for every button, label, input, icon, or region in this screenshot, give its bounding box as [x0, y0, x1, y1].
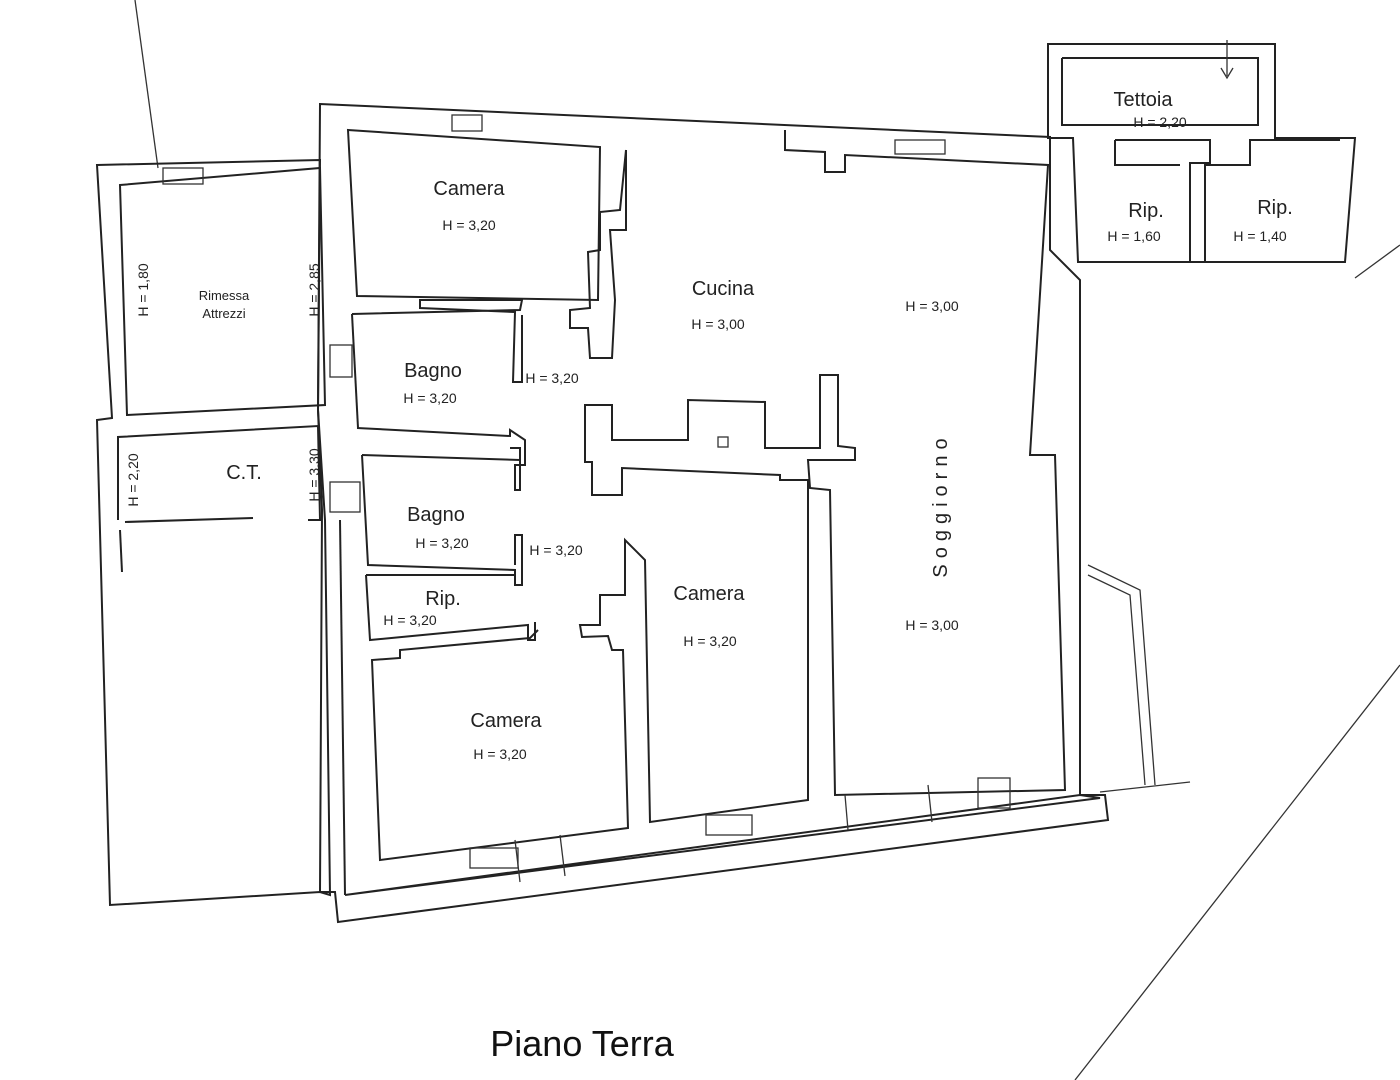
camera-bottom-height: H = 3,20 — [473, 746, 527, 762]
camera-bottom-label: Camera — [470, 710, 542, 732]
annex-left-walls — [95, 158, 332, 907]
cucina-height: H = 3,00 — [691, 316, 745, 332]
ct-label: C.T. — [226, 462, 262, 484]
tettoia-label: Tettoia — [1114, 89, 1174, 111]
rimessa-height-right: H = 2,85 — [306, 263, 322, 317]
site-lines — [134, 0, 1400, 1080]
bagno2-height-2: H = 3,20 — [529, 542, 583, 558]
camera-mid-label: Camera — [673, 583, 745, 605]
rip-main-label: Rip. — [425, 588, 461, 610]
bagno1-height: H = 3,20 — [403, 390, 457, 406]
room-labels: Camera H = 3,20 Cucina H = 3,00 H = 3,00… — [125, 89, 1293, 762]
annex-right-walls — [1047, 40, 1357, 263]
camera-top-label: Camera — [433, 178, 505, 200]
rip-main-height: H = 3,20 — [383, 612, 437, 628]
rip2-height: H = 1,40 — [1233, 228, 1287, 244]
main-building-walls — [316, 102, 1110, 924]
soggiorno-label: Soggiorno — [930, 432, 952, 577]
rip1-label: Rip. — [1128, 200, 1164, 222]
rimessa-label-1: Rimessa — [199, 288, 250, 303]
plan-title: Piano Terra — [490, 1023, 674, 1064]
camera-top-height: H = 3,20 — [442, 217, 496, 233]
camera-mid-height: H = 3,20 — [683, 633, 737, 649]
cucina-label: Cucina — [692, 278, 755, 300]
ct-height-left: H = 2,20 — [125, 453, 141, 507]
bagno2-height: H = 3,20 — [415, 535, 469, 551]
rimessa-label-2: Attrezzi — [202, 306, 245, 321]
tettoia-height: H = 2,20 — [1133, 114, 1187, 130]
rimessa-height-left: H = 1,80 — [135, 263, 151, 317]
bagno2-label: Bagno — [407, 504, 465, 526]
soggiorno-height: H = 3,00 — [905, 617, 959, 633]
bagno1-label: Bagno — [404, 360, 462, 382]
rip2-label: Rip. — [1257, 197, 1293, 219]
cucina-extra-height: H = 3,00 — [905, 298, 959, 314]
ct-height-right: H = 3,30 — [306, 448, 322, 502]
bagno1-height-2: H = 3,20 — [525, 370, 579, 386]
rip1-height: H = 1,60 — [1107, 228, 1161, 244]
